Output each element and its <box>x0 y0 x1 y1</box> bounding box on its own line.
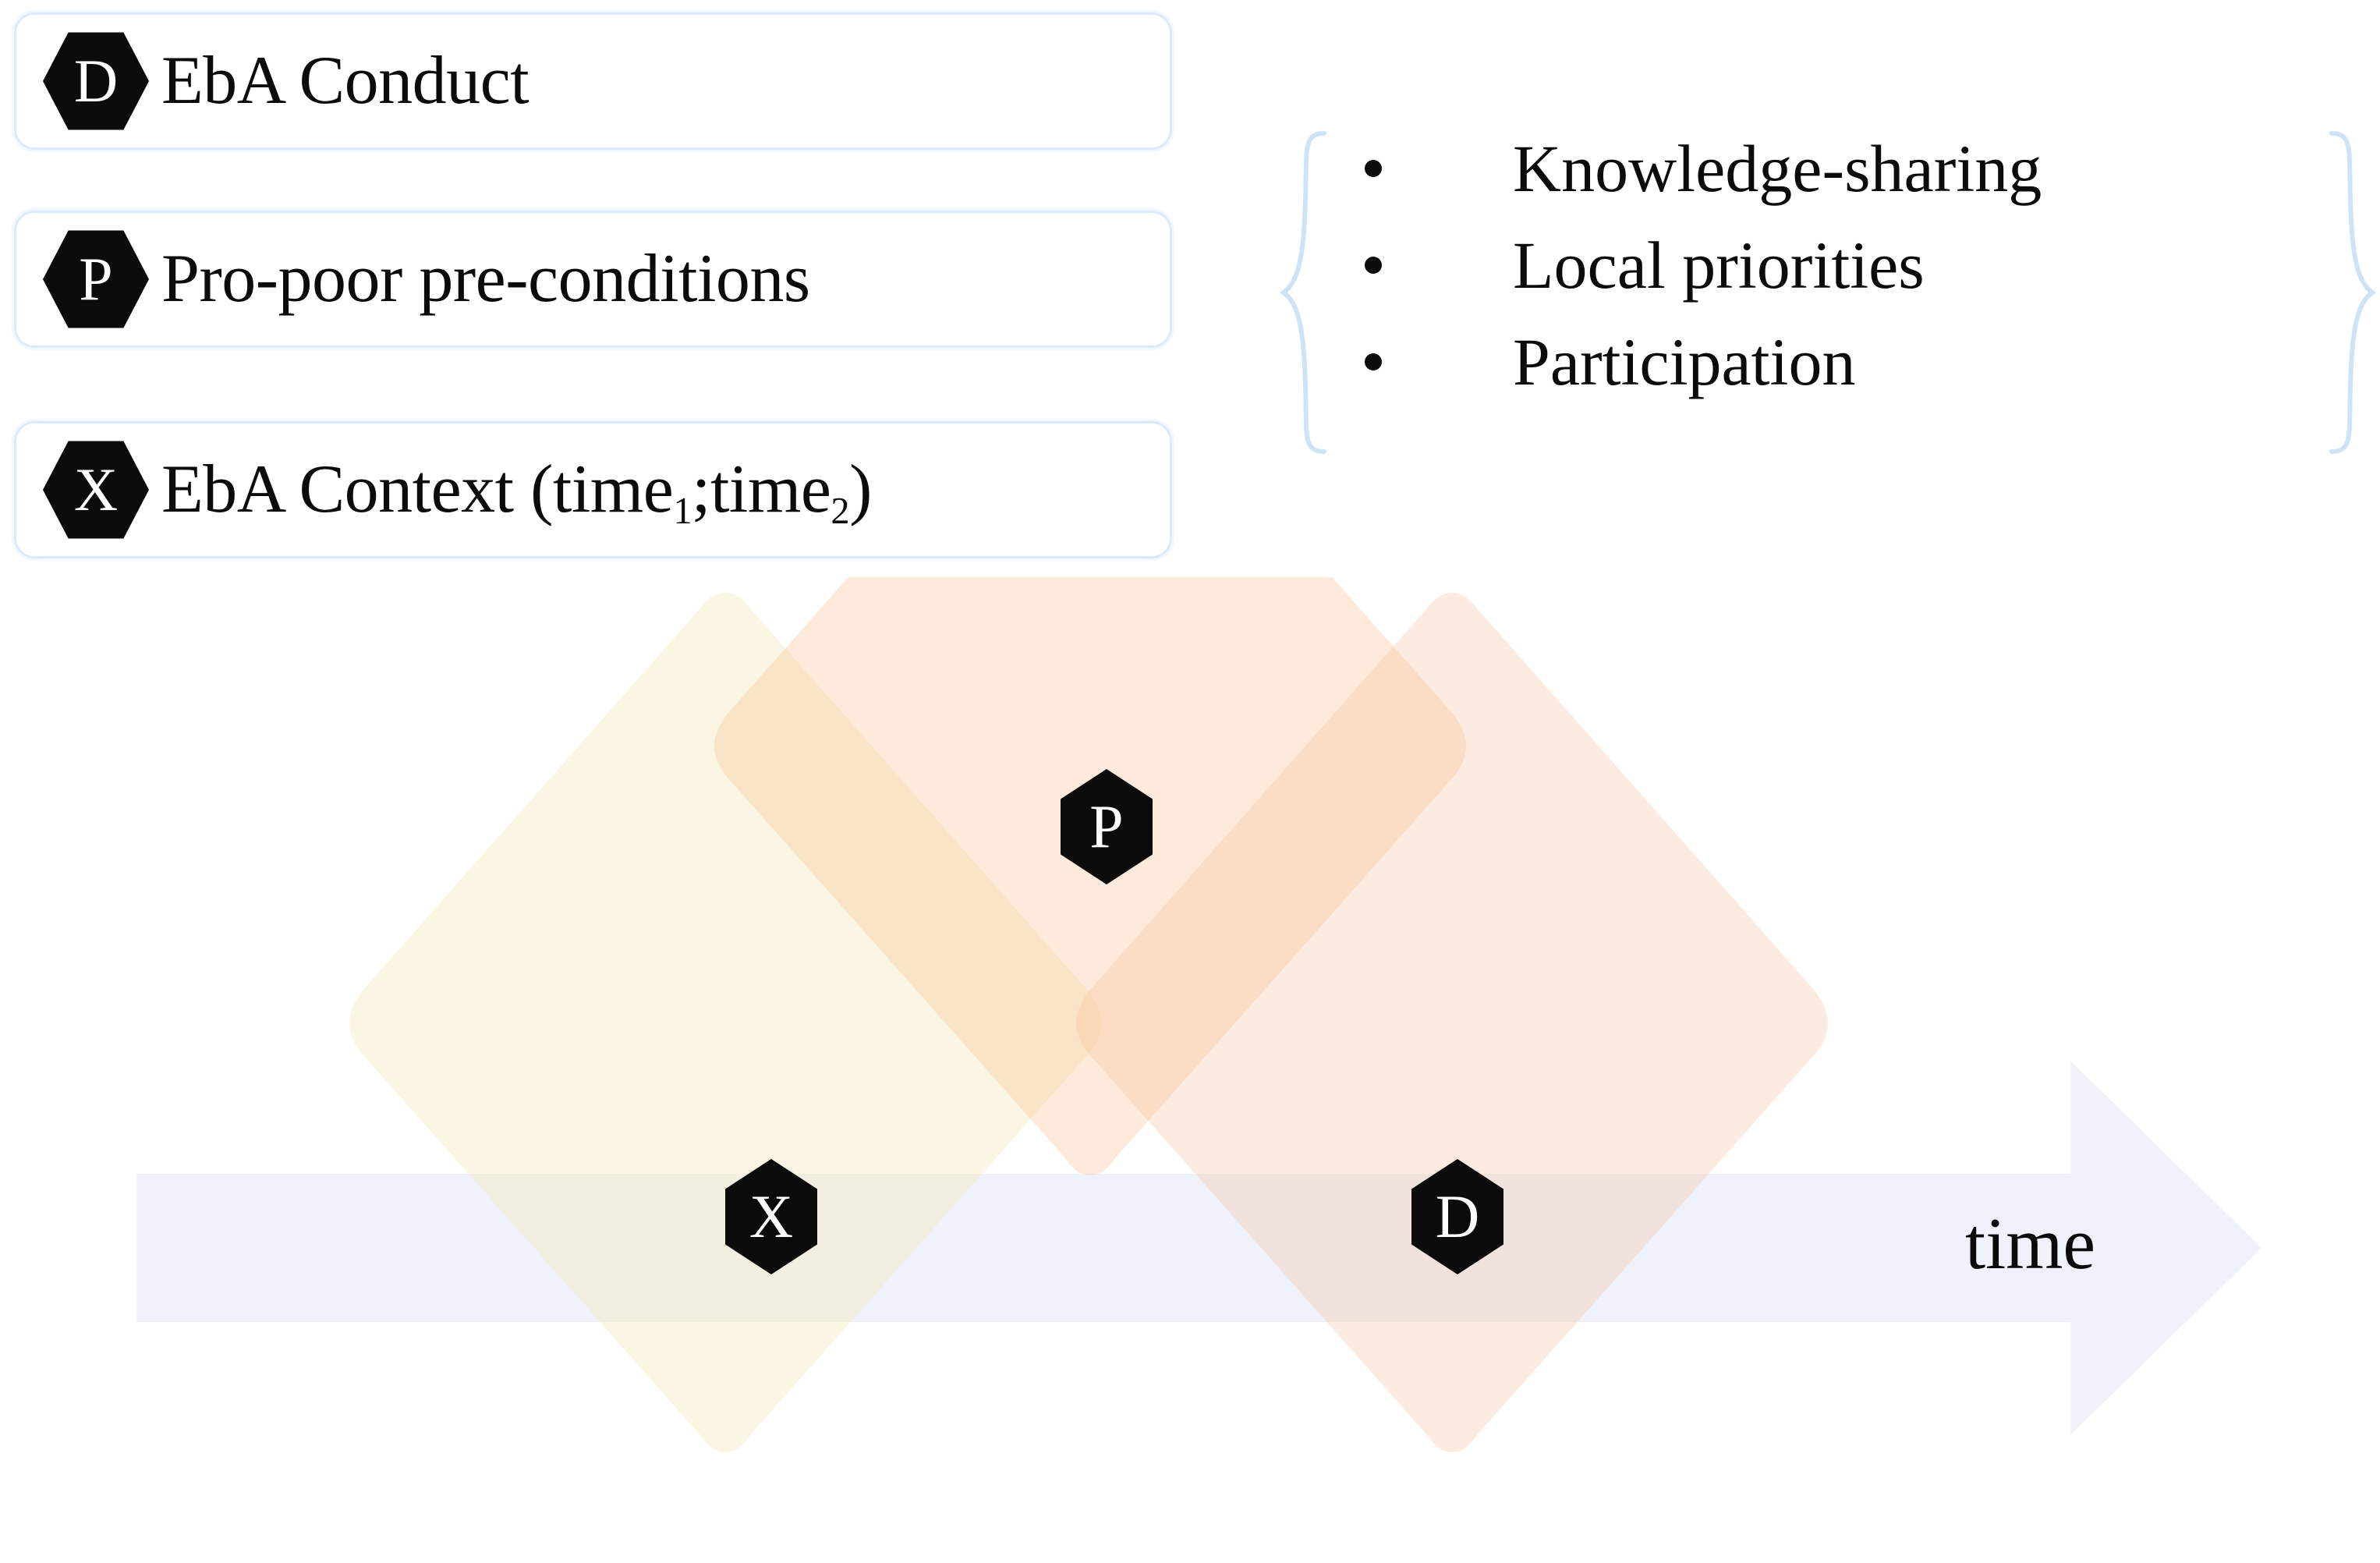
bullet-text: Participation <box>1513 324 1856 399</box>
legend-label-eba-context-end: ) <box>849 452 872 527</box>
left-curly-brace-icon <box>1279 129 1333 456</box>
bullet-dot-icon <box>1365 160 1382 177</box>
diamond-eba-conduct <box>1076 593 1828 1452</box>
bullet-dot-icon <box>1365 257 1382 274</box>
hexagon-x-letter: X <box>73 455 119 523</box>
legend-item-eba-context: X EbA Context (time1;time2) <box>14 421 1172 558</box>
list-item: Participation <box>1365 328 2285 425</box>
time-arrow-shape <box>136 1061 2261 1435</box>
diamond-eba-context <box>349 593 1101 1452</box>
bullet-list: Knowledge-sharing Local priorities Parti… <box>1365 135 2285 425</box>
bullet-dot-icon <box>1365 353 1382 370</box>
diamond-pro-poor-pre-conditions <box>714 577 1466 1175</box>
legend-label-pro-poor-pre-conditions: Pro-poor pre-conditions <box>161 241 810 317</box>
hexagon-p-icon: P <box>43 230 149 328</box>
list-item: Knowledge-sharing <box>1365 135 2285 232</box>
hexagon-node-d-letter: D <box>1435 1182 1480 1250</box>
hexagon-x-icon: X <box>43 441 149 539</box>
legend-label-eba-context-sep: ;time <box>692 452 831 527</box>
timeline-diagram: P X D <box>0 577 2380 1563</box>
diagram-canvas <box>136 577 2261 1452</box>
hexagon-d-letter: D <box>73 47 119 115</box>
legend-label-eba-context-sub2: 2 <box>831 490 850 532</box>
bullet-text: Knowledge-sharing <box>1513 131 2042 206</box>
legend-label-eba-conduct: EbA Conduct <box>161 43 529 119</box>
list-item: Local priorities <box>1365 232 2285 328</box>
right-curly-brace-icon <box>2322 129 2377 456</box>
legend-item-pro-poor-pre-conditions: P Pro-poor pre-conditions <box>14 211 1172 348</box>
hexagon-node-x-letter: X <box>749 1182 794 1250</box>
hexagon-p-letter: P <box>79 245 113 313</box>
legend-item-eba-conduct: D EbA Conduct <box>14 12 1172 150</box>
braced-bullet-group: Knowledge-sharing Local priorities Parti… <box>1279 129 2377 456</box>
legend-label-eba-context-main: EbA Context (time <box>161 452 674 527</box>
hexagon-d-icon: D <box>43 32 149 130</box>
hexagon-node-p-letter: P <box>1089 792 1124 860</box>
legend-label-eba-context: EbA Context (time1;time2) <box>161 452 872 530</box>
time-axis-label: time <box>1965 1203 2096 1285</box>
legend-label-eba-context-sub1: 1 <box>673 490 692 532</box>
bullet-text: Local priorities <box>1513 228 1925 303</box>
